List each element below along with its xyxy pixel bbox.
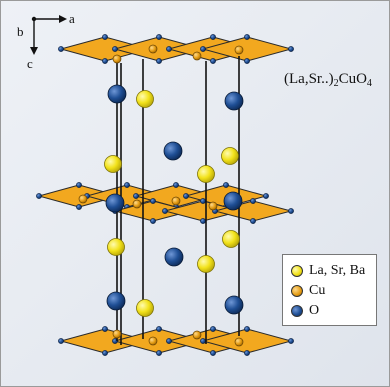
legend-item-o: O	[291, 301, 376, 321]
oxygen-corner-atom	[76, 204, 82, 210]
oxygen-corner-atom	[102, 350, 108, 356]
oxygen-corner-atom	[200, 46, 206, 52]
oxygen-corner-atom	[200, 198, 206, 204]
o-atom	[163, 141, 183, 161]
legend-item-cu: Cu	[291, 281, 376, 301]
o-atom	[164, 247, 184, 267]
oxygen-corner-atom	[150, 218, 156, 224]
cuo2-planes	[36, 34, 294, 356]
oxygen-corner-atom	[244, 34, 250, 40]
cu-atom	[78, 194, 88, 204]
oxygen-corner-atom	[112, 46, 118, 52]
oxygen-corner-atom	[223, 182, 229, 188]
la-atom	[197, 165, 215, 183]
o-atom	[224, 91, 244, 111]
cu-atom	[132, 199, 142, 209]
la-atom	[136, 299, 154, 317]
oxygen-corner-atom	[166, 46, 172, 52]
oxygen-corner-atom	[166, 338, 172, 344]
oxygen-corner-atom	[244, 326, 250, 332]
oxygen-corner-atom	[102, 326, 108, 332]
oxygen-corner-atom	[288, 338, 294, 344]
cu-atom	[208, 201, 218, 211]
oxygen-corner-atom	[288, 46, 294, 52]
oxygen-corner-atom	[250, 198, 256, 204]
oxygen-corner-atom	[244, 58, 250, 64]
oxygen-corner-atom	[156, 326, 162, 332]
o-atom	[105, 193, 125, 213]
oxygen-corner-atom	[156, 58, 162, 64]
cu-atom	[112, 329, 122, 339]
oxygen-corner-atom	[102, 58, 108, 64]
cu-atom	[112, 54, 122, 64]
cu-atom	[171, 196, 181, 206]
la-atom	[136, 90, 154, 108]
la-atom	[221, 147, 239, 165]
oxygen-corner-atom	[200, 218, 206, 224]
la-atom	[222, 230, 240, 248]
atoms	[78, 44, 244, 347]
oxygen-corner-atom	[162, 208, 168, 214]
axis-b-label: b	[17, 24, 24, 39]
o-atom	[223, 191, 243, 211]
cu-atom-icon	[291, 285, 303, 297]
axis-indicator	[30, 15, 67, 55]
oxygen-corner-atom	[156, 34, 162, 40]
cu-atom	[192, 51, 202, 61]
cu-atom	[234, 45, 244, 55]
oxygen-corner-atom	[250, 218, 256, 224]
la-atom-icon	[291, 265, 303, 277]
oxygen-corner-atom	[58, 338, 64, 344]
o-atom	[107, 84, 127, 104]
oxygen-corner-atom	[133, 193, 139, 199]
la-atom	[104, 155, 122, 173]
o-atom	[224, 295, 244, 315]
oxygen-corner-atom	[210, 58, 216, 64]
cu-atom	[234, 337, 244, 347]
cu-atom	[192, 330, 202, 340]
chemical-formula: (La,Sr..)2CuO4	[284, 71, 372, 89]
oxygen-corner-atom	[244, 350, 250, 356]
oxygen-corner-atom	[102, 34, 108, 40]
cu-atom	[148, 336, 158, 346]
o-atom-icon	[291, 305, 303, 317]
la-atom	[197, 255, 215, 273]
oxygen-corner-atom	[288, 208, 294, 214]
oxygen-corner-atom	[210, 350, 216, 356]
oxygen-corner-atom	[210, 326, 216, 332]
oxygen-corner-atom	[173, 182, 179, 188]
axis-c-label: c	[27, 56, 33, 71]
oxygen-corner-atom	[263, 193, 269, 199]
oxygen-corner-atom	[124, 182, 130, 188]
oxygen-corner-atom	[156, 350, 162, 356]
o-atom	[106, 291, 126, 311]
legend: La, Sr, Ba Cu O	[282, 254, 377, 326]
cu-atom	[148, 44, 158, 54]
oxygen-corner-atom	[210, 34, 216, 40]
oxygen-corner-atom	[200, 338, 206, 344]
oxygen-corner-atom	[36, 193, 42, 199]
oxygen-corner-atom	[183, 193, 189, 199]
oxygen-corner-atom	[58, 46, 64, 52]
la-atom	[107, 238, 125, 256]
oxygen-corner-atom	[150, 198, 156, 204]
axis-a-label: a	[69, 11, 75, 26]
legend-item-la: La, Sr, Ba	[291, 261, 376, 281]
oxygen-corner-atom	[76, 182, 82, 188]
